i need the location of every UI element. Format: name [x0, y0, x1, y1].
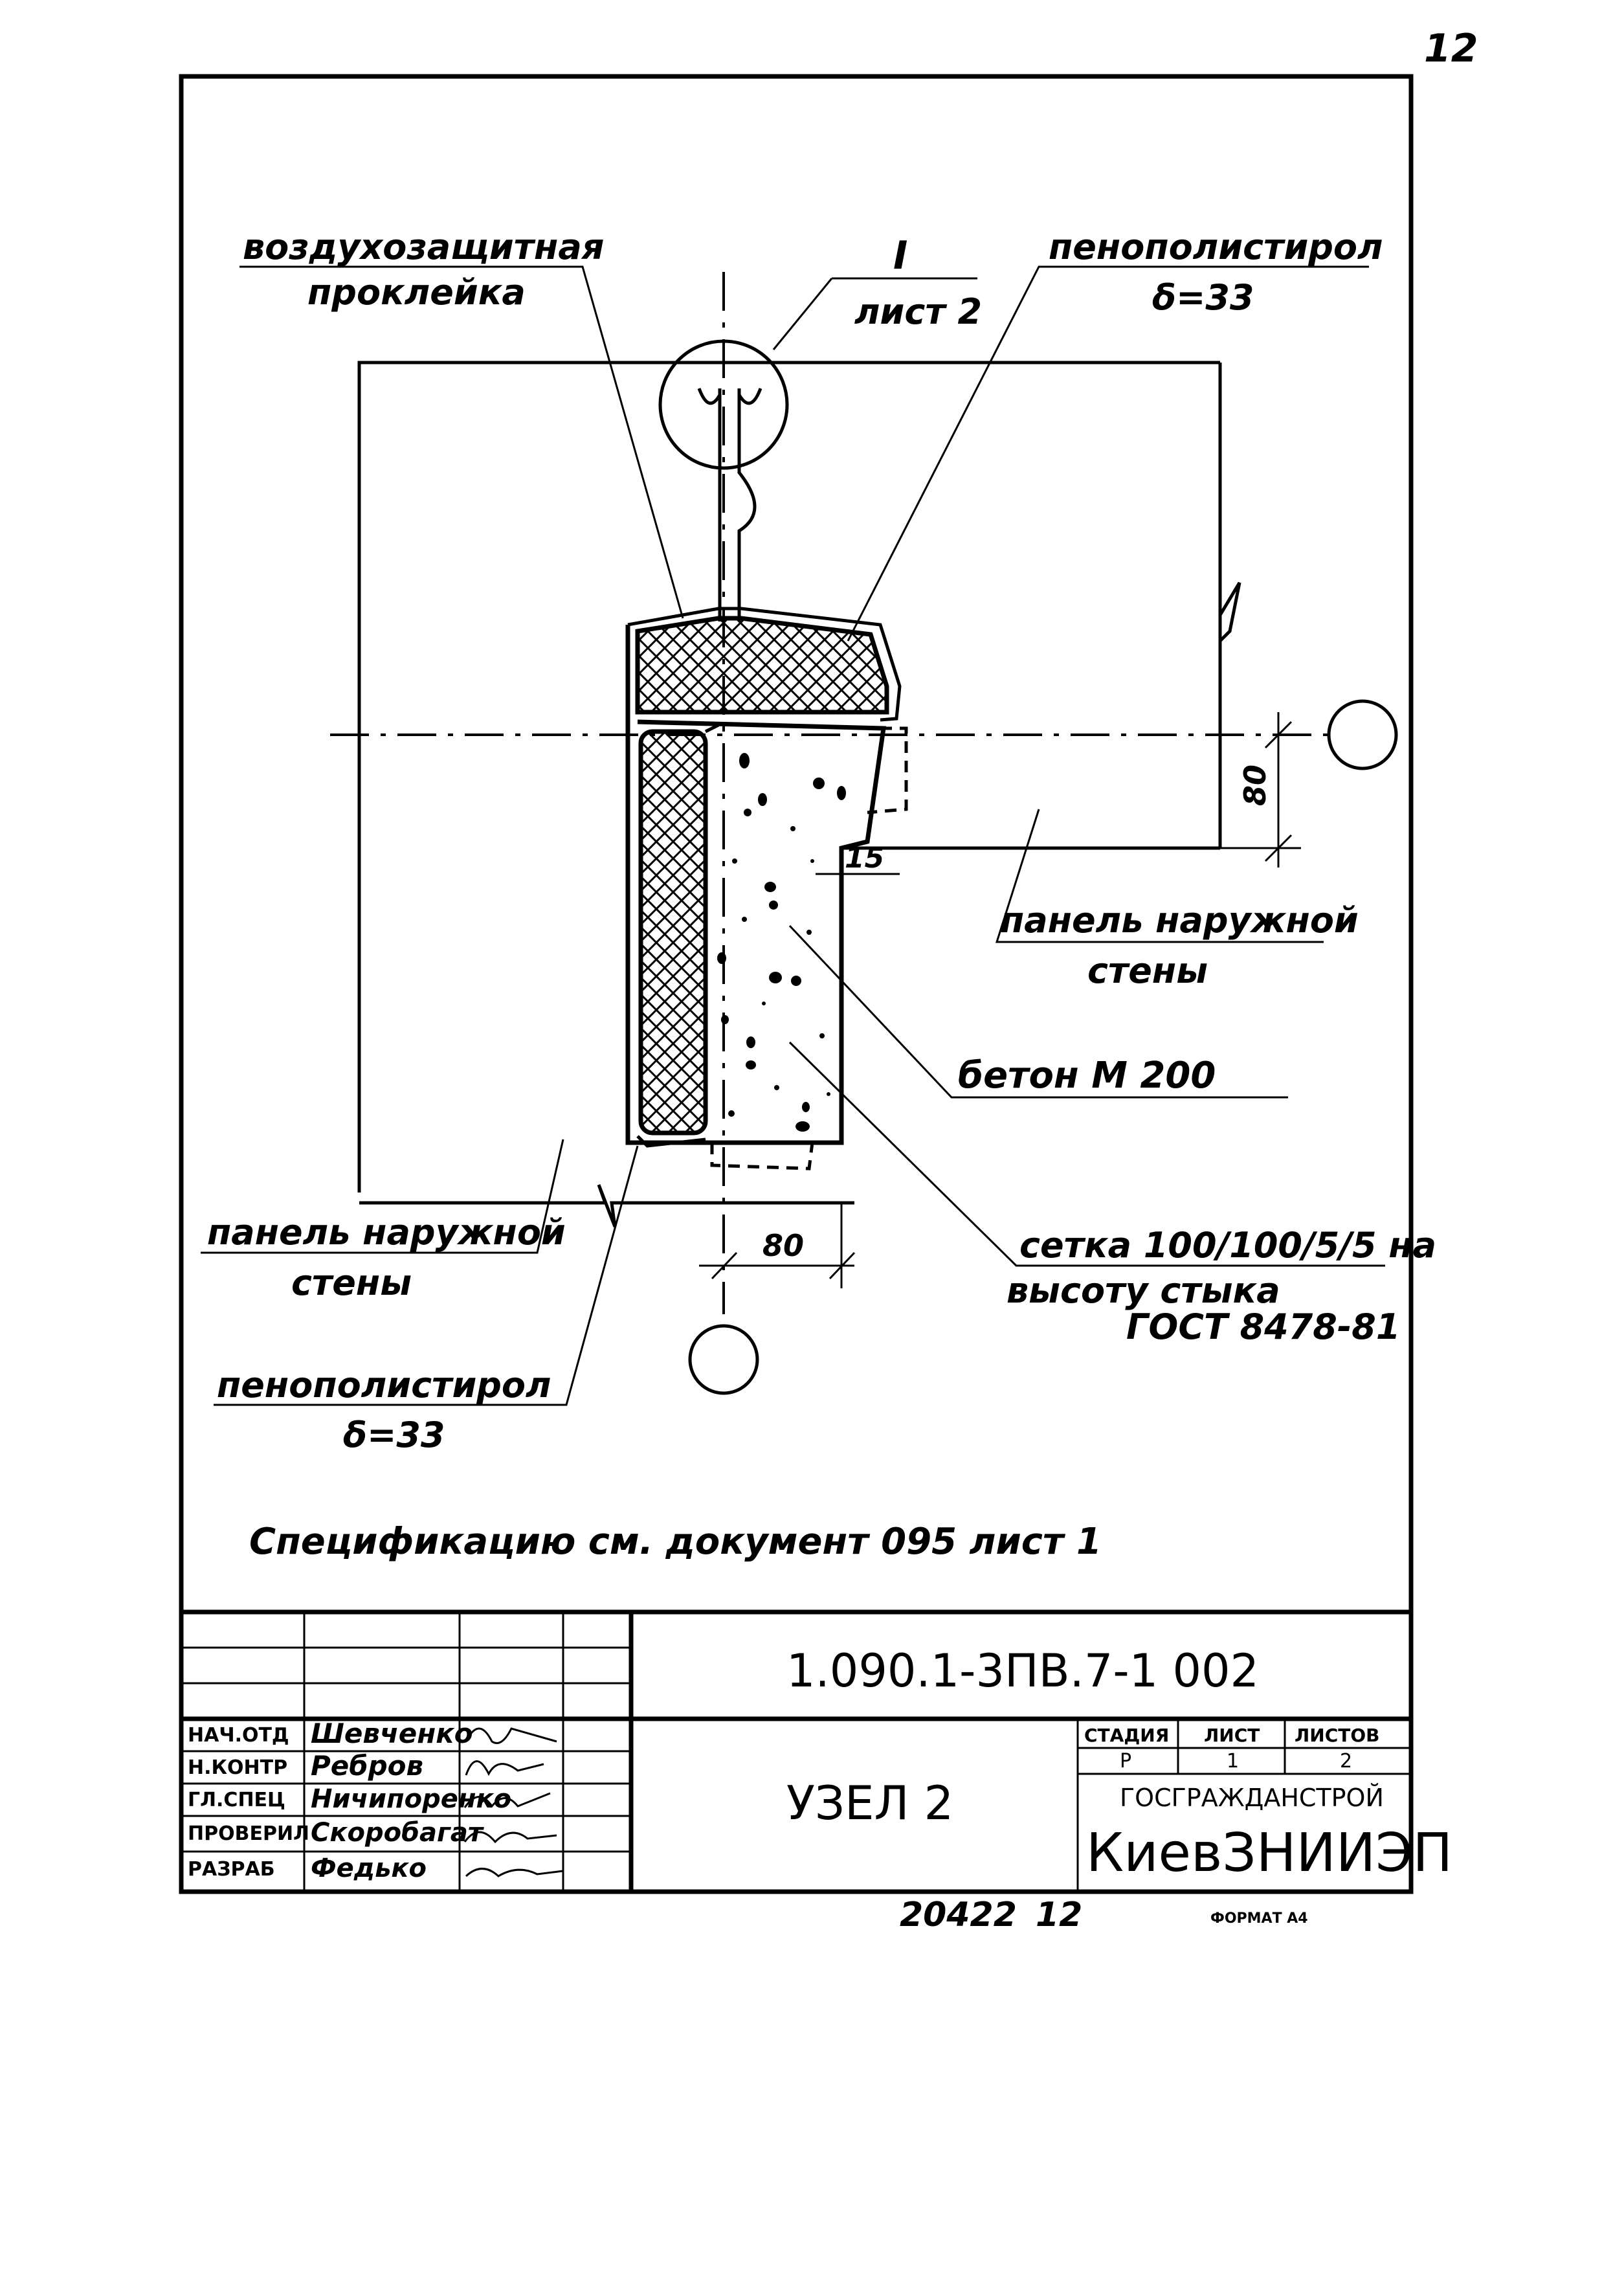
concrete-fill-dots [717, 753, 846, 1132]
stem-top-lip [697, 388, 762, 405]
upper-panel-outline [357, 361, 1220, 1192]
axis-marker-bottom [688, 1324, 759, 1395]
top-foam-insert [635, 616, 889, 715]
drawing-frame [179, 74, 1414, 1894]
sheet-header: ЛИСТ [1204, 1725, 1260, 1746]
mesh-dashed-bottom [710, 1142, 814, 1170]
stage-header: СТАДИЯ [1084, 1725, 1169, 1746]
dimension-bottom: 80 [699, 1204, 856, 1288]
org-line1: ГОСГРАЖДАНСТРОЙ [1120, 1784, 1384, 1812]
sig-role-5: РАЗРАБ [188, 1858, 275, 1881]
sheet-value: 1 [1227, 1750, 1239, 1773]
detail-ref-number: I [893, 233, 907, 278]
dimension-bottom-value: 80 [762, 1228, 804, 1263]
dimension-gap: 15 [816, 842, 900, 875]
sig-name-1: Шевченко [311, 1718, 473, 1749]
mesh-label-line3: ГОСТ 8478-81 [1126, 1306, 1400, 1347]
foam-top-label-line1: пенополистирол [1049, 227, 1383, 267]
title-block [181, 1609, 1411, 1892]
air-seal-label-line1: воздухозащитная [243, 227, 604, 267]
left-foam-insert [638, 729, 708, 1136]
leader-lines [201, 265, 1385, 1406]
drawing-title: УЗЕЛ 2 [786, 1776, 953, 1830]
sig-name-4: Скоробагат [311, 1818, 485, 1848]
foam-bottom-label-line1: пенополистирол [217, 1365, 551, 1405]
sig-role-2: Н.КОНТР [188, 1756, 287, 1779]
break-mark-bottom [595, 1184, 621, 1227]
sheet-mark: 12 [1424, 26, 1478, 71]
sig-role-1: НАЧ.ОТД [188, 1724, 289, 1747]
sig-name-5: Федько [311, 1853, 427, 1883]
air-seal-label-line2: проклейка [307, 272, 526, 313]
left-foam-wrap [636, 723, 720, 1148]
sheets-value: 2 [1340, 1750, 1352, 1773]
panel-left-label-line2: стены [291, 1262, 412, 1303]
stage-value: Р [1120, 1750, 1131, 1773]
sig-role-4: ПРОВЕРИЛ [188, 1822, 309, 1845]
detail-circle [658, 339, 789, 470]
sig-name-3: Ничипоренко [311, 1784, 511, 1814]
footer-page: 12 [1036, 1896, 1082, 1934]
mesh-label-line1: сетка 100/100/5/5 на [1019, 1225, 1436, 1266]
panel-right-label-line1: панель наружной [1000, 900, 1359, 941]
detail-ref-sheet: лист 2 [854, 291, 982, 332]
top-foam-wrap [627, 607, 902, 722]
panel-left-label-line1: панель наружной [207, 1212, 566, 1253]
panel-right-label-line2: стены [1087, 950, 1208, 991]
sig-name-2: Ребров [311, 1750, 423, 1782]
mesh-dashed-right [867, 726, 908, 814]
dimension-gap-value: 15 [845, 842, 884, 875]
dimension-right-value: 80 [1238, 765, 1273, 806]
foam-top-label-line2: δ=33 [1152, 277, 1254, 318]
signature-rows: НАЧ.ОТД Шевченко Н.КОНТР Ребров ГЛ.СПЕЦ … [188, 1718, 511, 1883]
break-mark-right [1218, 581, 1241, 642]
inventory-number: 20422 [900, 1896, 1017, 1934]
handwritten-signatures [463, 1727, 564, 1877]
axis-marker-right [1327, 699, 1398, 770]
concrete-label: бетон М 200 [958, 1055, 1216, 1097]
dimension-right: 80 [1220, 712, 1301, 868]
specification-note: Спецификацию см. документ 095 лист 1 [249, 1521, 1102, 1563]
foam-bottom-label-line2: δ=33 [343, 1415, 445, 1455]
doc-code: 1.090.1-3ПВ.7-1 002 [786, 1644, 1259, 1697]
mesh-label-line2: высоту стыка [1007, 1270, 1280, 1311]
sig-role-3: ГЛ.СПЕЦ [188, 1789, 285, 1811]
joint-stem [718, 388, 757, 621]
sheets-header: ЛИСТОВ [1295, 1725, 1379, 1746]
joint-detail [330, 272, 1398, 1395]
format-label: ФОРМАТ А4 [1210, 1910, 1308, 1927]
org-line2: КиевЗНИИЭП [1086, 1822, 1452, 1884]
